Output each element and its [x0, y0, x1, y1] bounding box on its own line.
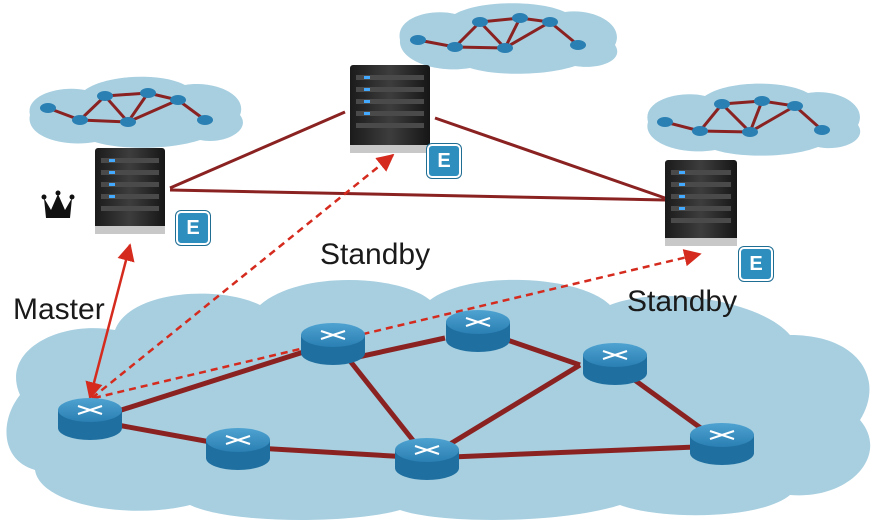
- e-badge-left: E: [176, 211, 210, 245]
- router-icon: [58, 398, 122, 440]
- e-badge-right: E: [739, 247, 773, 281]
- controller-links: [169, 110, 666, 202]
- router-icon: [583, 343, 647, 385]
- mini-cloud-right: [647, 83, 861, 156]
- routers: [58, 310, 754, 480]
- router-icon: [446, 310, 510, 352]
- server-icon: [350, 65, 430, 153]
- router-icon: [395, 438, 459, 480]
- server-icon: [95, 148, 165, 234]
- router-icon: [690, 423, 754, 465]
- mini-cloud-top: [399, 3, 618, 74]
- router-icon: [301, 323, 365, 365]
- server-icon: [665, 160, 737, 246]
- standby-right-label: Standby: [627, 285, 738, 318]
- master-label: Master: [13, 293, 105, 326]
- control-channels: [85, 153, 702, 400]
- e-badge-center: E: [427, 144, 461, 178]
- mini-cloud-left: [29, 76, 243, 148]
- router-icon: [206, 428, 270, 470]
- crown-icon: [41, 190, 75, 218]
- standby-center-label: Standby: [320, 238, 431, 271]
